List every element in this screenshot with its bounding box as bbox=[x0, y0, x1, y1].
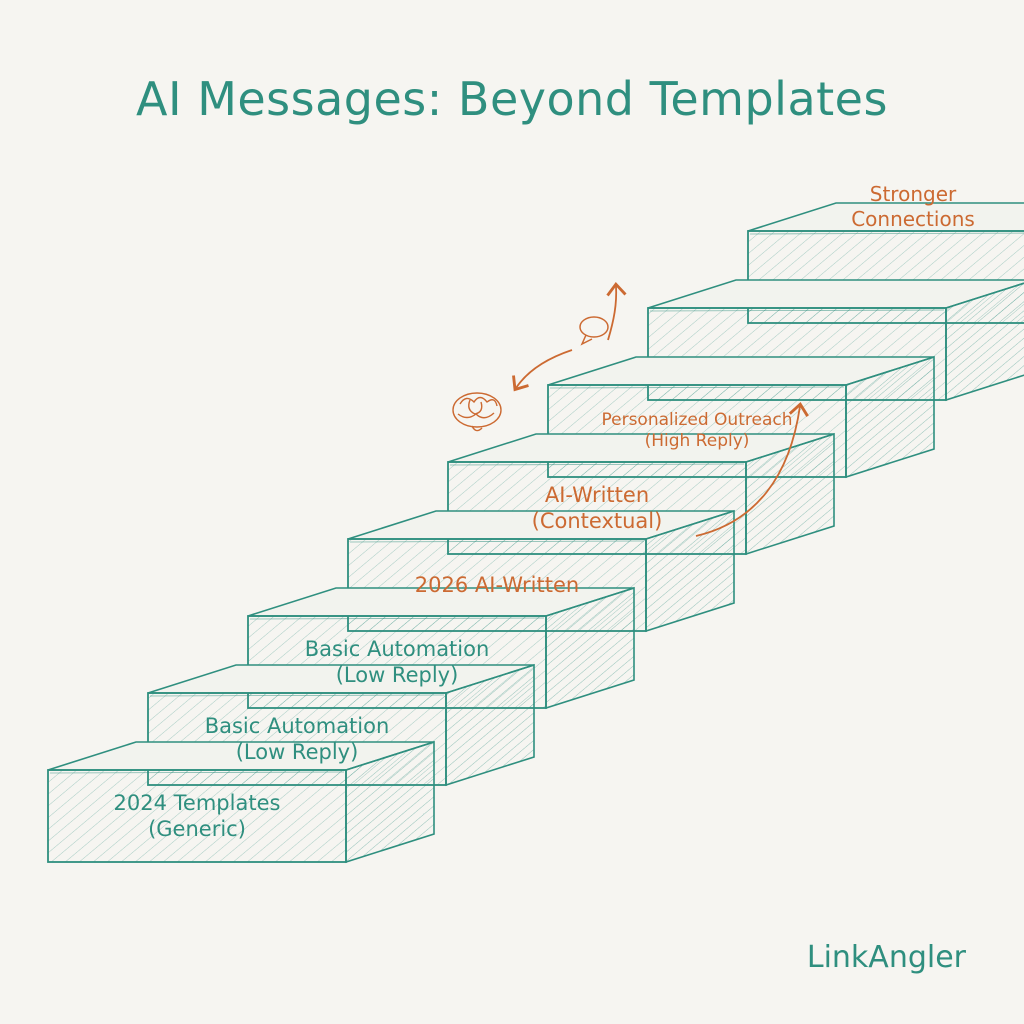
step-label-line-2: (Low Reply) bbox=[335, 663, 459, 688]
step-label-6: Personalized Outreach(High Reply) bbox=[548, 410, 846, 453]
step-label-line-1: 2024 Templates bbox=[113, 791, 281, 815]
step-label-line-1: Basic Automation bbox=[304, 637, 490, 661]
step-label-line-2: (Contextual) bbox=[531, 509, 663, 534]
step-label-line-2: (Generic) bbox=[148, 817, 246, 842]
step-label-line-2: (High Reply) bbox=[644, 431, 750, 452]
stair-front-face bbox=[47, 769, 347, 863]
step-label-line-1: Basic Automation bbox=[204, 714, 390, 738]
page-title: AI Messages: Beyond Templates bbox=[136, 72, 888, 126]
step-label-3: Basic Automation(Low Reply) bbox=[248, 636, 546, 689]
step-label-line-1: 2026 AI-Written bbox=[414, 573, 580, 597]
curved-arrow-icon bbox=[512, 281, 809, 537]
stair-edge-line bbox=[549, 386, 845, 389]
step-label-4: 2026 AI-Written bbox=[348, 572, 646, 598]
stair-edge-line bbox=[249, 617, 545, 620]
stair-edge-line bbox=[349, 540, 645, 543]
stair-edge-line bbox=[149, 694, 445, 697]
goal-line-2: Connections bbox=[851, 207, 975, 231]
step-label-2: Basic Automation(Low Reply) bbox=[148, 713, 446, 766]
step-label-line-1: Personalized Outreach bbox=[601, 410, 793, 430]
stair-edge-line bbox=[649, 309, 945, 312]
stair-step-5 bbox=[447, 432, 835, 556]
goal-line-1: Stronger bbox=[869, 182, 957, 206]
stair-step-1 bbox=[47, 740, 435, 864]
stair-edge-line bbox=[449, 463, 745, 466]
goal-label: Stronger Connections bbox=[838, 182, 988, 232]
brand-logo-text: LinkAngler bbox=[806, 940, 966, 975]
brain-icon bbox=[452, 392, 502, 432]
step-label-line-1: AI-Written bbox=[544, 483, 650, 507]
step-label-1: 2024 Templates(Generic) bbox=[48, 790, 346, 843]
stair-edge-line bbox=[749, 232, 1024, 235]
step-label-5: AI-Written(Contextual) bbox=[448, 482, 746, 535]
stair-edge-line bbox=[49, 771, 345, 774]
speech-bubble-icon bbox=[579, 316, 609, 346]
step-label-line-2: (Low Reply) bbox=[235, 740, 359, 765]
